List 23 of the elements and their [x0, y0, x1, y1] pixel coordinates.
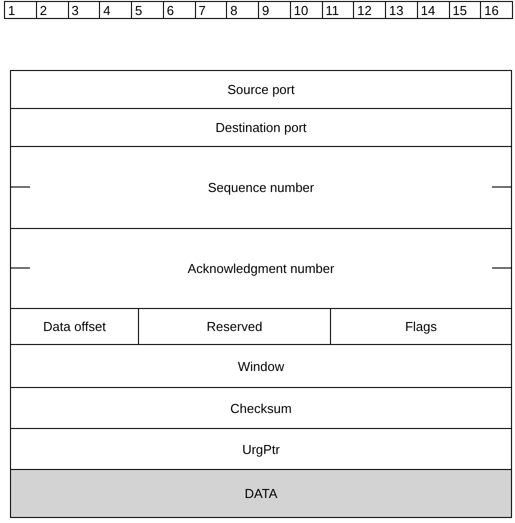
- bit-number-cell: 11: [322, 1, 354, 19]
- header-field-cell: Window: [10, 344, 512, 388]
- bit-number-cell: 4: [99, 1, 132, 19]
- bit-number-cell: 6: [162, 1, 196, 19]
- bit-number-cell: 5: [131, 1, 164, 19]
- bit-number-cell: 1: [4, 1, 37, 19]
- bit-number-cell: 9: [258, 1, 291, 19]
- header-field-cell: Sequence number: [10, 146, 512, 229]
- bit-number-cell: 15: [448, 1, 482, 19]
- bit-number-cell: 16: [480, 1, 513, 19]
- bit-number-cell: 2: [36, 1, 68, 19]
- header-field-cell: Acknowledgment number: [10, 228, 512, 309]
- bit-number-cell: 3: [68, 1, 100, 19]
- bit-number-cell: 10: [290, 1, 322, 19]
- bit-number-cell: 12: [353, 1, 386, 19]
- header-field-cell: Destination port: [10, 108, 512, 147]
- bit-number-cell: 7: [194, 1, 228, 19]
- header-field-cell: Source port: [10, 70, 512, 109]
- bit-number-cell: 8: [226, 1, 259, 19]
- header-field-cell: Checksum: [10, 387, 512, 429]
- data-cell: DATA: [10, 469, 512, 518]
- bit-number-cell: 13: [385, 1, 418, 19]
- bit-number-cell: 14: [416, 1, 450, 19]
